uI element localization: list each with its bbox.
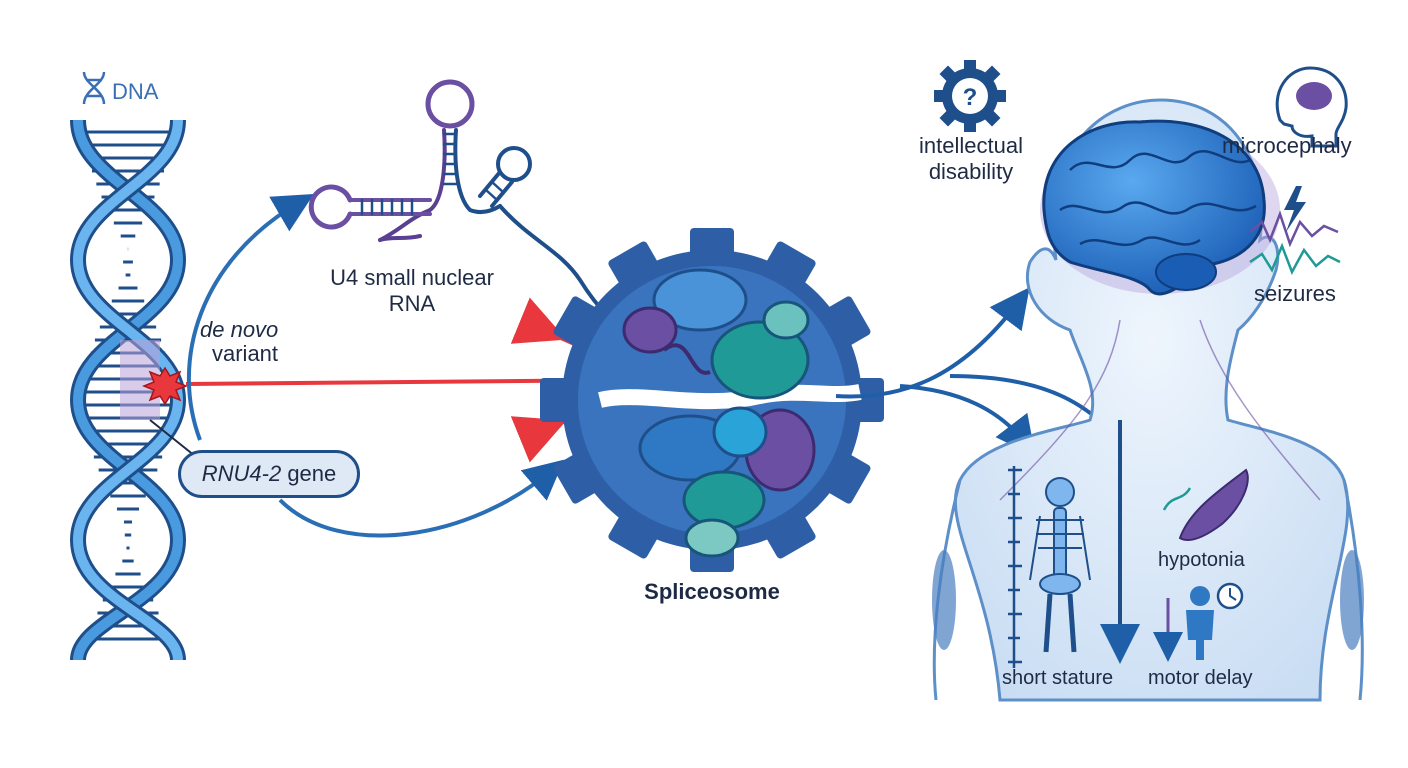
muscle-icon	[1162, 468, 1249, 542]
variant-burst-icon	[141, 366, 189, 406]
skeleton-icon	[1029, 477, 1091, 653]
u4-label-line2: RNA	[388, 291, 436, 316]
dna-label: DNA	[112, 79, 159, 104]
microcephaly-label: microcephaly	[1222, 133, 1352, 158]
spliceosome-label: Spliceosome	[644, 579, 780, 604]
dna-helix	[69, 119, 187, 662]
intellectual-label-line2: disability	[928, 159, 1014, 184]
head-brain-icon	[1275, 66, 1348, 148]
effect-arrow-to-brain	[835, 287, 1030, 399]
intellectual-label-line1: intellectual	[919, 133, 1023, 158]
svg-text:?: ?	[963, 84, 978, 111]
gene-suffix: gene	[281, 461, 337, 486]
seizures-label: seizures	[1254, 281, 1336, 306]
hypotonia-label: hypotonia	[1158, 549, 1245, 571]
de-novo-label: de novo	[200, 317, 279, 342]
gear-question-icon: ?	[934, 60, 1006, 132]
motor-delay-label: motor delay	[1148, 667, 1253, 689]
height-ruler-icon	[1008, 466, 1022, 668]
gene-to-spliceosome-arrow	[278, 459, 565, 538]
gene-label-pill: RNU4-2 gene	[178, 450, 360, 498]
child-clock-icon	[1186, 582, 1244, 660]
transcription-arrow	[186, 193, 314, 441]
variant-label: variant	[212, 341, 279, 366]
gene-name: RNU4-2	[201, 461, 282, 486]
effect-arrow-to-stature	[899, 384, 1036, 457]
dna-icon	[82, 71, 106, 105]
seizure-waves-icon	[1249, 210, 1341, 275]
spliceosome-complex	[540, 228, 884, 572]
u4-label-line1: U4 small nuclear	[330, 265, 494, 290]
lightning-icon	[1284, 186, 1306, 232]
short-stature-label: short stature	[1002, 667, 1114, 689]
